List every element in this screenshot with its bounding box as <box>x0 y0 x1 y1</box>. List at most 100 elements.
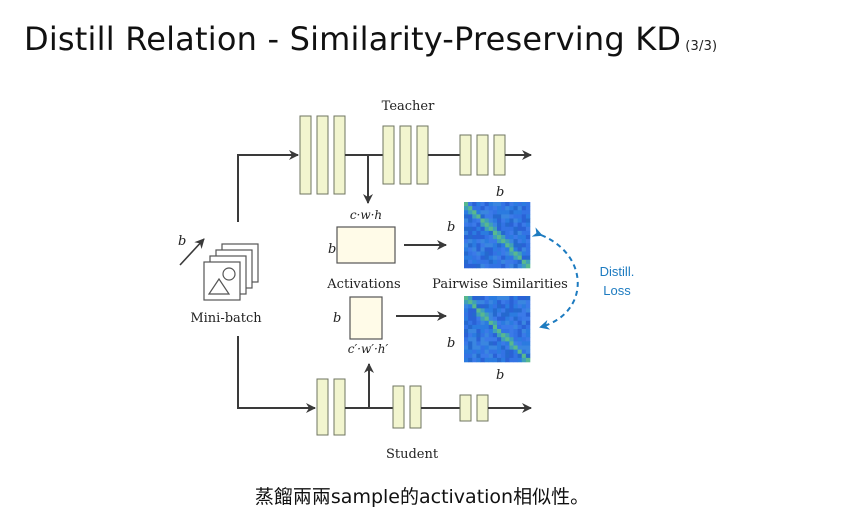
heatmap-cell <box>484 296 490 301</box>
heatmap-cell <box>517 210 523 215</box>
heatmap-cell <box>505 239 510 244</box>
heatmap-cell <box>468 263 473 269</box>
heatmap-cell <box>480 251 485 256</box>
heatmap-cell <box>488 333 494 338</box>
heatmap-cell <box>480 304 485 309</box>
heatmap-cell <box>480 320 485 326</box>
heatmap-cell <box>464 296 469 301</box>
heatmap-cell <box>476 259 481 265</box>
heatmap-cell <box>497 333 502 338</box>
heatmap-cell <box>468 337 473 342</box>
heatmap-cell <box>472 353 477 359</box>
heatmap-cell <box>497 235 502 240</box>
heatmap-cell <box>464 353 469 359</box>
heatmap-cell <box>509 316 514 322</box>
heatmap-cell <box>488 337 494 342</box>
heatmap-cell <box>484 206 490 211</box>
heatmap-cell <box>501 239 506 244</box>
heatmap-cell <box>521 230 527 236</box>
heatmap-cell <box>501 333 506 338</box>
heatmap-cell <box>464 255 469 261</box>
heatmap-cell <box>492 357 498 363</box>
heatmap-cell <box>521 296 527 301</box>
heatmap-cell <box>464 308 469 313</box>
heatmap-cell <box>484 345 490 350</box>
heatmap-cell <box>513 251 518 256</box>
heatmap-cell <box>468 214 473 219</box>
heatmap-cell <box>480 353 485 359</box>
heatmap-cell <box>497 202 502 207</box>
heatmap-cell <box>521 263 527 269</box>
heatmap-cell <box>497 230 502 236</box>
heatmap-cell <box>476 239 481 244</box>
slide-caption: 蒸餾兩兩sample的activation相似性。 <box>254 486 590 508</box>
heatmap-cell <box>521 349 527 355</box>
heatmap-cell <box>525 316 531 322</box>
heatmap-cell <box>525 329 531 334</box>
heatmap-cell <box>492 247 498 252</box>
heatmap-cell <box>509 226 514 232</box>
heatmap-cell <box>521 333 527 338</box>
heatmap-cell <box>484 222 490 228</box>
heatmap-cell <box>505 296 510 301</box>
heatmap-cell <box>492 259 498 265</box>
heatmap-cell <box>476 206 481 211</box>
heatmap-cell <box>476 333 481 338</box>
heatmap-cell <box>488 324 494 330</box>
heatmap-cell <box>501 324 506 330</box>
heatmap-cell <box>464 312 469 317</box>
heatmap-cell <box>484 251 490 256</box>
student-activation-matrix <box>349 296 383 340</box>
teacher-similarity-heatmap <box>464 202 531 269</box>
heatmap-cell <box>472 222 477 228</box>
heatmap-cell <box>525 296 531 301</box>
heatmap-cell <box>501 247 506 252</box>
heatmap-cell <box>484 320 490 326</box>
activations: c·w·h b Activations b c′·w′·h′ <box>326 208 447 356</box>
teacher-layer <box>416 125 429 185</box>
heatmap-cell <box>505 333 510 338</box>
heatmap-cell <box>464 357 469 363</box>
heatmap-cell <box>513 345 518 350</box>
heatmap-cell <box>480 259 485 265</box>
heatmap-cell <box>472 324 477 330</box>
heatmap-cell <box>488 259 494 265</box>
student-input-arrow <box>237 336 316 413</box>
heatmap-cell <box>517 357 523 363</box>
heatmap-cell <box>497 239 502 244</box>
heatmap-cell <box>484 259 490 265</box>
heatmap-cell <box>488 243 494 248</box>
heatmap-cell <box>484 239 490 244</box>
heatmap-cell <box>505 263 510 269</box>
heatmap-cell <box>468 243 473 248</box>
heatmap-cell <box>521 243 527 248</box>
heatmap-cell <box>484 324 490 330</box>
heatmap-cell <box>521 259 527 265</box>
student-activation-batch-symbol: b <box>333 311 341 326</box>
heatmap-cell <box>492 316 498 322</box>
heatmap-cell <box>472 304 477 309</box>
heatmap-cell <box>468 320 473 326</box>
heatmap-cell <box>517 218 523 223</box>
heatmap-cell <box>501 308 506 313</box>
heatmap-cell <box>501 251 506 256</box>
heatmap-cell <box>497 345 502 350</box>
heatmap-cell <box>472 337 477 342</box>
heatmap-cell <box>497 349 502 355</box>
student-layer-block-3 <box>459 394 489 422</box>
heatmap-cell <box>505 214 510 219</box>
heatmap-cell <box>492 202 498 207</box>
heatmap-cell <box>513 202 518 207</box>
heatmap-cell <box>497 296 502 301</box>
teacher-activation-batch-symbol: b <box>328 242 336 257</box>
student-similarity-bottom-symbol: b <box>496 368 504 383</box>
heatmap-cell <box>513 222 518 228</box>
heatmap-cell <box>501 312 506 317</box>
heatmap-cell <box>517 222 523 228</box>
heatmap-cell <box>468 345 473 350</box>
heatmap-cell <box>521 316 527 322</box>
heatmap-cell <box>505 320 510 326</box>
heatmap-cell <box>480 226 485 232</box>
heatmap-cell <box>501 210 506 215</box>
